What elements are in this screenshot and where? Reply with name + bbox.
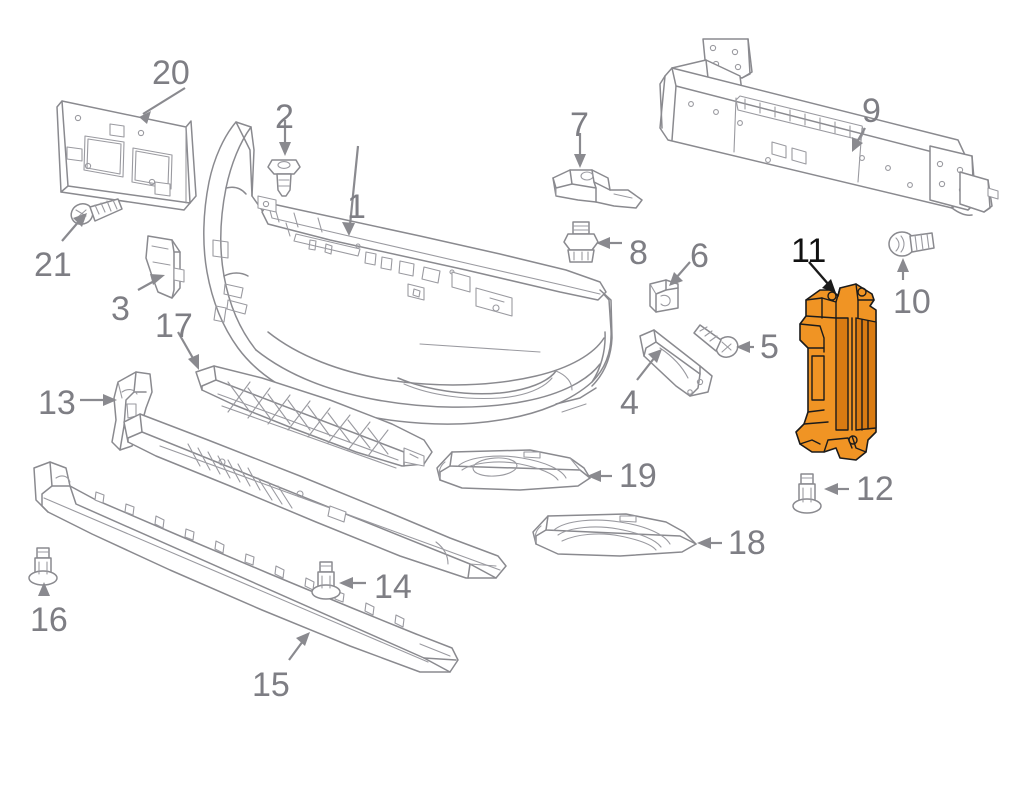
callout-number-21: 21 — [34, 246, 72, 284]
callout-number-20: 20 — [152, 54, 190, 92]
part-side-support-arm-4 — [639, 329, 713, 397]
callout-number-1: 1 — [347, 188, 366, 226]
part-lower-spoiler-panel — [123, 413, 507, 579]
callout-number-7: 7 — [570, 106, 589, 144]
callout-number-14: 14 — [374, 568, 412, 606]
part-flange-bolt-10 — [888, 231, 935, 257]
part-fog-light-bezel-19 — [436, 449, 591, 491]
part-lower-valance-15 — [33, 461, 459, 673]
callout-number-10: 10 — [893, 283, 931, 321]
part-tapping-screw-5 — [693, 324, 739, 358]
callout-number-12: 12 — [856, 470, 894, 508]
part-fog-light-bezel-18 — [532, 513, 697, 557]
part-bolt-16 — [28, 547, 58, 586]
callout-number-11: 11 — [791, 232, 827, 270]
leader-lines — [38, 87, 909, 661]
callout-number-3: 3 — [111, 290, 130, 328]
part-license-plate-bracket — [56, 100, 197, 211]
callout-number-4: 4 — [620, 384, 639, 422]
part-side-bracket-3 — [145, 235, 185, 299]
part-bolt-14 — [311, 561, 341, 600]
callout-number-6: 6 — [690, 237, 709, 275]
part-grille-end-piece-13 — [111, 371, 153, 451]
part-bumper-side-mount-bracket-highlighted — [795, 283, 877, 461]
callout-number-2: 2 — [275, 98, 294, 136]
part-bumper-beam-reinforcement — [659, 38, 999, 216]
callout-number-17: 17 — [155, 307, 193, 345]
part-bolt-12 — [792, 473, 822, 514]
callout-number-16: 16 — [30, 601, 68, 639]
callout-number-9: 9 — [862, 92, 881, 130]
callout-number-5: 5 — [760, 328, 779, 366]
part-lower-grille-17 — [195, 365, 433, 469]
callout-number-13: 13 — [38, 384, 76, 422]
part-retainer-clip-6 — [649, 279, 679, 313]
callout-number-8: 8 — [629, 234, 648, 272]
part-stud-bolt-8 — [563, 221, 599, 263]
callout-number-18: 18 — [728, 524, 766, 562]
callout-number-19: 19 — [619, 457, 657, 495]
part-push-clip-2 — [267, 159, 301, 197]
callout-number-15: 15 — [252, 666, 290, 704]
part-upper-bracket-7 — [552, 169, 643, 209]
